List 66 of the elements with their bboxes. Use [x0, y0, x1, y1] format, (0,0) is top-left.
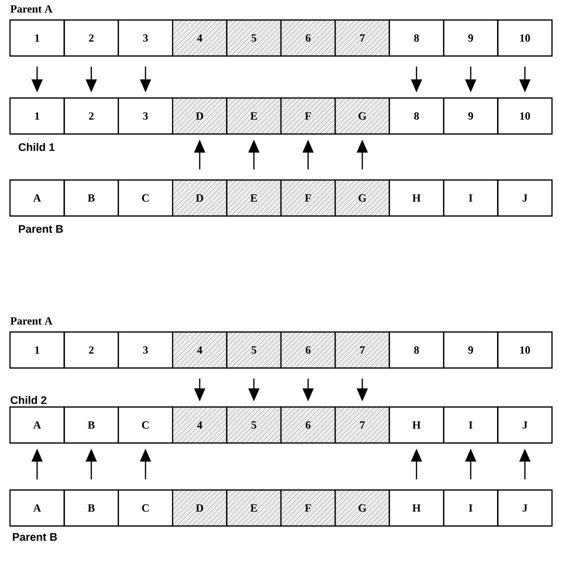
hatched-cell: D: [172, 489, 228, 527]
cell: B: [64, 179, 119, 217]
row-label: Parent A: [10, 317, 52, 325]
hatched-cell: D: [172, 179, 228, 217]
hatched-cell: E: [226, 97, 282, 135]
row-label: Child 1: [18, 142, 55, 152]
cell: 2: [64, 19, 119, 57]
cell: 2: [64, 331, 119, 369]
cell: A: [9, 179, 65, 217]
hatched-cell: G: [334, 97, 390, 135]
row-label: Parent B: [12, 533, 57, 541]
hatched-cell: 5: [226, 19, 282, 57]
hatched-cell: D: [172, 97, 228, 135]
hatched-cell: 5: [226, 406, 282, 444]
hatched-cell: 5: [226, 331, 282, 369]
cell: 3: [118, 19, 174, 57]
cell: 3: [118, 97, 174, 135]
cell: J: [497, 406, 553, 444]
row-label: Parent B: [18, 225, 63, 233]
cell: 2: [64, 97, 119, 135]
cell: 1: [9, 97, 65, 135]
hatched-cell: F: [280, 489, 336, 527]
hatched-cell: G: [334, 179, 390, 217]
hatched-cell: 6: [280, 19, 336, 57]
cell: 9: [443, 331, 498, 369]
cell: A: [9, 489, 65, 527]
cell: C: [118, 406, 174, 444]
hatched-cell: F: [280, 97, 336, 135]
cell: 8: [388, 19, 444, 57]
cell: H: [388, 179, 444, 217]
hatched-cell: G: [334, 489, 390, 527]
cell: H: [388, 489, 444, 527]
cell: I: [443, 179, 498, 217]
cell: H: [388, 406, 444, 444]
cell: A: [9, 406, 65, 444]
hatched-cell: 6: [280, 331, 336, 369]
hatched-cell: 7: [334, 331, 390, 369]
hatched-cell: 4: [172, 331, 228, 369]
hatched-cell: E: [226, 179, 282, 217]
cell: 3: [118, 331, 174, 369]
hatched-cell: 4: [172, 406, 228, 444]
cell: J: [497, 179, 553, 217]
cell: B: [64, 489, 119, 527]
cell: C: [118, 489, 174, 527]
hatched-cell: 7: [334, 406, 390, 444]
cell: I: [443, 406, 498, 444]
cell: 10: [497, 19, 553, 57]
cell: 8: [388, 331, 444, 369]
cell: C: [118, 179, 174, 217]
cell: J: [497, 489, 553, 527]
cell: 9: [443, 97, 498, 135]
row-label: Parent A: [10, 5, 52, 13]
hatched-cell: F: [280, 179, 336, 217]
hatched-cell: E: [226, 489, 282, 527]
cell: B: [64, 406, 119, 444]
cell: 1: [9, 19, 65, 57]
cell: 8: [388, 97, 444, 135]
cell: I: [443, 489, 498, 527]
cell: 10: [497, 331, 553, 369]
cell: 10: [497, 97, 553, 135]
cell: 1: [9, 331, 65, 369]
hatched-cell: 4: [172, 19, 228, 57]
cell: 9: [443, 19, 498, 57]
row-label: Child 2: [10, 396, 46, 404]
hatched-cell: 6: [280, 406, 336, 444]
hatched-cell: 7: [334, 19, 390, 57]
